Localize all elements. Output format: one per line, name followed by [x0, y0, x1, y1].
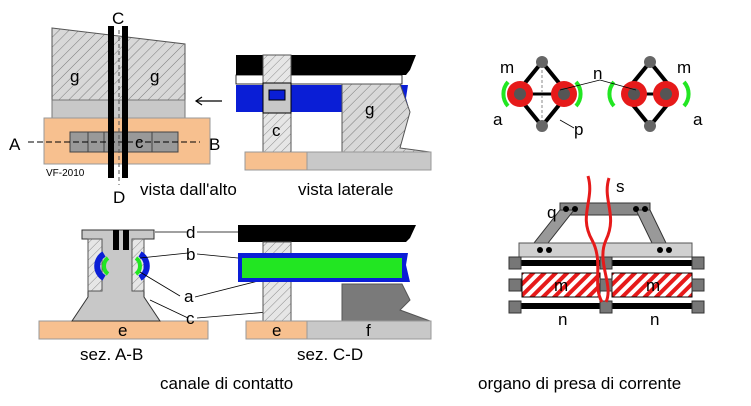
label-e-cd: e — [272, 321, 281, 340]
caption-contact-channel: canale di contatto — [160, 374, 293, 393]
caption-section-ab: sez. A-B — [80, 345, 143, 364]
section-cd-green-bar — [242, 258, 402, 278]
label-p: p — [574, 120, 583, 139]
label-d: D — [113, 188, 125, 207]
section-labels: d b a c — [184, 223, 269, 328]
label-s: s — [616, 177, 625, 196]
side-view-gray-base — [306, 151, 432, 171]
label-n-top: n — [593, 64, 602, 83]
label-vf-2010: VF-2010 — [46, 168, 85, 179]
label-a-left: a — [493, 110, 503, 129]
collector-top-bar-q — [559, 202, 651, 216]
section-ab-contact-left — [94, 251, 106, 281]
section-ab-contact-right — [138, 251, 150, 281]
label-g-side: g — [365, 100, 374, 119]
caption-section-cd: sez. C-D — [297, 345, 363, 364]
label-m-magnet-left: m — [554, 276, 568, 295]
top-view: C D A B g g c VF-2010 vista dall'alto — [9, 9, 237, 207]
label-f: f — [366, 321, 371, 340]
arrow-icon — [194, 96, 203, 106]
top-view-conductor-left — [108, 26, 114, 178]
caption-side-view: vista laterale — [298, 180, 393, 199]
side-view: c g vista laterale — [235, 54, 432, 199]
label-c-side: c — [272, 121, 281, 140]
label-n-right: n — [650, 310, 659, 329]
collector-magnet-right — [611, 272, 693, 298]
collector-top: m a p n m a — [493, 56, 703, 139]
caption-current-collector: organo di presa di corrente — [478, 374, 681, 393]
section-cd-block-f — [341, 283, 431, 322]
label-a-right: a — [693, 110, 703, 129]
collector-side: s q m m n n — [508, 175, 705, 329]
label-g-left: g — [70, 67, 79, 86]
collector-cable-right — [601, 177, 613, 303]
caption-top-view: vista dall'alto — [140, 180, 237, 199]
label-a-section: A — [9, 135, 21, 154]
label-q: q — [547, 203, 556, 222]
label-n-left: n — [558, 310, 567, 329]
collector-cable-left — [584, 175, 604, 303]
label-b-section: B — [209, 135, 220, 154]
label-e-ab: e — [118, 321, 127, 340]
section-ab: e sez. A-B — [38, 229, 209, 364]
label-m-magnet-right: m — [646, 276, 660, 295]
section-cd: e f sez. C-D — [238, 225, 432, 364]
side-view-block-g — [341, 83, 431, 153]
section-cd-top-bar — [238, 225, 416, 242]
side-view-orange-base — [244, 151, 308, 171]
label-c-top: C — [112, 9, 124, 28]
top-view-conductor-right — [122, 26, 128, 178]
label-m-left: m — [500, 58, 514, 77]
label-c-top-view: c — [135, 133, 144, 152]
section-cd-gray-base — [306, 320, 432, 340]
label-d-section: d — [186, 223, 195, 242]
label-c-section: c — [186, 309, 195, 328]
label-m-right: m — [677, 58, 691, 77]
label-a-section: a — [184, 287, 194, 306]
label-b-section: b — [186, 245, 195, 264]
label-g-right: g — [150, 67, 159, 86]
